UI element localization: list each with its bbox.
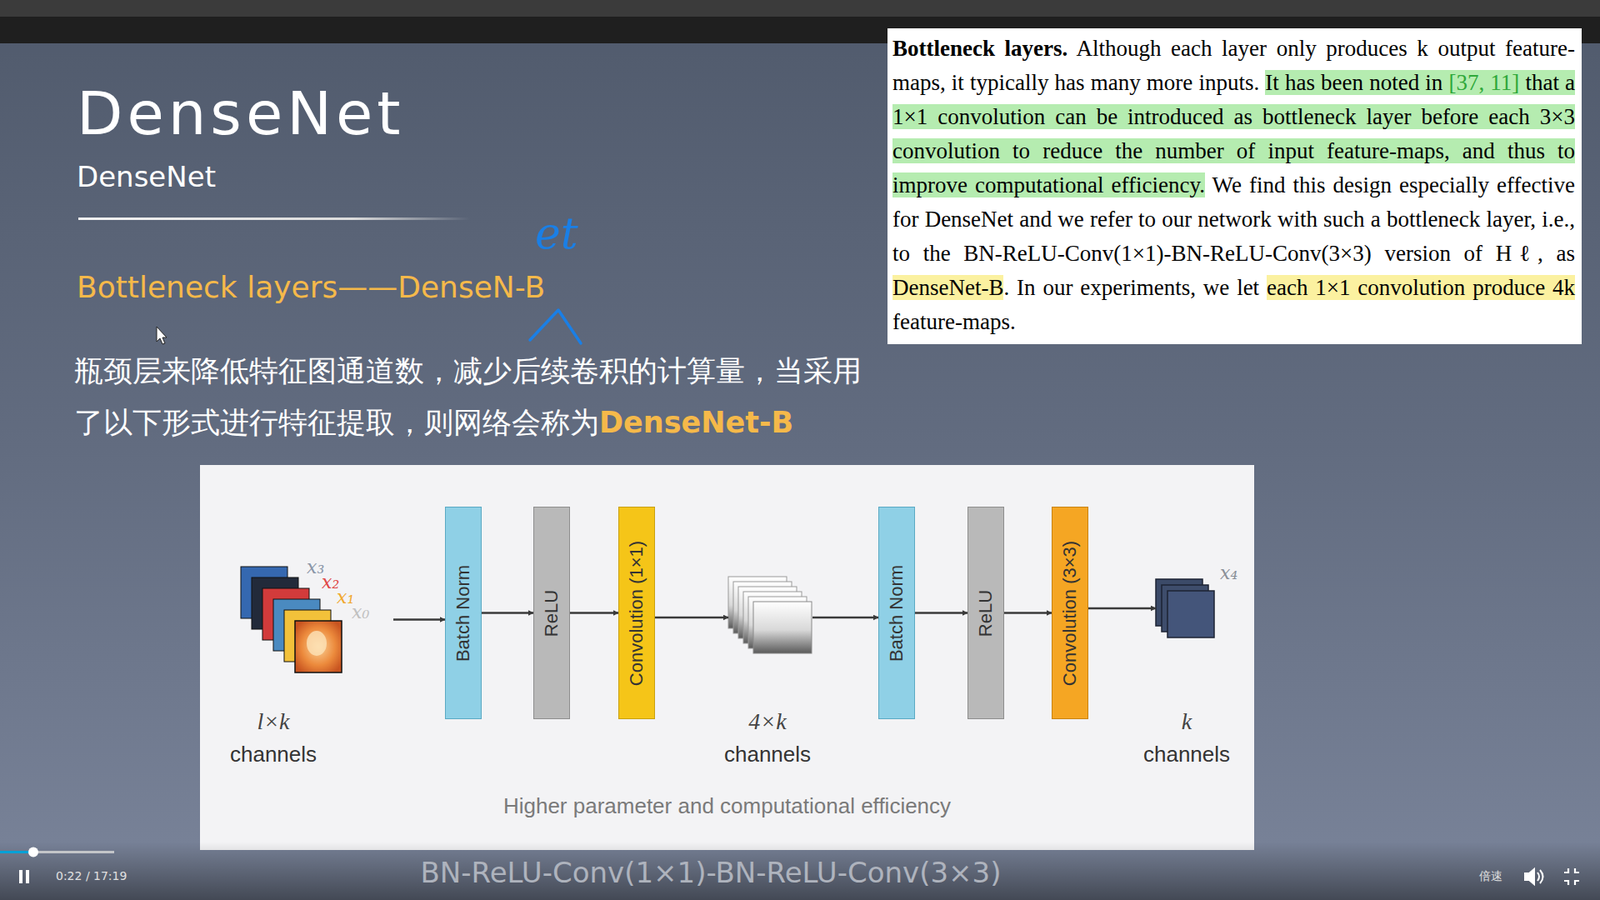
feature-map-illustrations [200,465,1255,850]
speed-button: 倍速 [1479,869,1503,885]
relu-box: ReLU [967,506,1005,720]
output-stack [1155,579,1215,638]
title-rule [78,217,470,220]
box-label: ReLU [540,589,563,636]
volume-icon [1525,869,1544,885]
box-label: ReLU [975,589,997,636]
subtitle-caption: BN-ReLU-Conv(1×1)-BN-ReLU-Conv(3×3) [335,855,1086,890]
diagram-panel-ground [200,465,1255,850]
flow-arrow [570,611,619,615]
fullscreen-exit-icon [1564,868,1580,885]
panel-caption: Higher parameter and computational effic… [200,793,1255,820]
conv-1x1-box: Convolution (1×1) [618,506,655,720]
batch-norm-box: Batch Norm [445,506,482,720]
paper-text: It has been noted in [1265,70,1443,95]
input-stack [240,566,342,673]
box-label: Convolution (3×3) [1059,540,1081,685]
top-bar [0,0,1600,17]
bottleneck-feature-maps: 4×kchannels [728,576,813,659]
paper-text: DenseNet-B [892,275,1004,300]
flow-arrow [812,616,879,620]
handwritten-note: et [535,208,579,259]
progress-track [0,850,115,854]
progress-played [0,850,34,854]
video-time: 0:22 / 17:19 [55,869,127,883]
batch-norm-box: Batch Norm [878,506,915,720]
conv-3x3-box: Convolution (3×3) [1051,506,1089,720]
paper-text: each 1×1 convolution produce 4k [1266,275,1575,300]
paper-text: feature-maps. [892,309,1016,335]
flow-arrow [393,618,445,621]
channel-word: channels [230,741,317,768]
progress-knob [28,847,39,858]
flow-arrow [1004,611,1052,615]
middle-stack [728,576,812,654]
paper-text: [37, 11] [1448,70,1520,95]
control-bar-shade [0,841,1600,900]
pause-icon [25,870,30,884]
paper-heading: Bottleneck layers. [892,35,1068,61]
box-label: Batch Norm [452,564,475,661]
channel-count: k [1181,708,1192,735]
channel-word: channels [724,741,811,768]
channel-word: channels [1143,741,1230,768]
box-label: Convolution (1×1) [625,540,648,685]
channel-count: 4×k [748,708,786,735]
feature-index: x₀ [351,601,370,623]
flow-arrow [481,611,534,615]
section-heading: Bottleneck layers——DenseN-B [76,270,545,305]
box-label: Batch Norm [885,564,908,661]
paper-text: . In our experiments, we let [1003,275,1260,300]
output-feature-maps: kchannels [1155,579,1215,638]
pause-icon [19,870,23,884]
mouse-cursor [156,326,167,345]
flow-arrow [655,616,729,620]
input-feature-maps: l×kchannels [240,566,394,673]
flow-arrow [915,611,968,615]
diagram-panel: Higher parameter and computational effic… [200,465,1255,850]
feature-index: x₄ [1220,562,1238,584]
highlight-term: DenseNet-B [599,405,794,440]
handwritten-caret [530,310,581,344]
paper-excerpt: Bottleneck layers. Although each layer o… [887,28,1582,345]
relu-box: ReLU [533,506,570,720]
channel-count: l×k [256,708,290,735]
chinese-paragraph: 瓶颈层来降低特征图通道数，减少后续卷积的计算量，当采用了以下形式进行特征提取，则… [74,345,879,449]
slide-title: DenseNet [76,78,405,149]
slide-subtitle: DenseNet [76,160,216,194]
flow-arrow [1088,607,1156,610]
